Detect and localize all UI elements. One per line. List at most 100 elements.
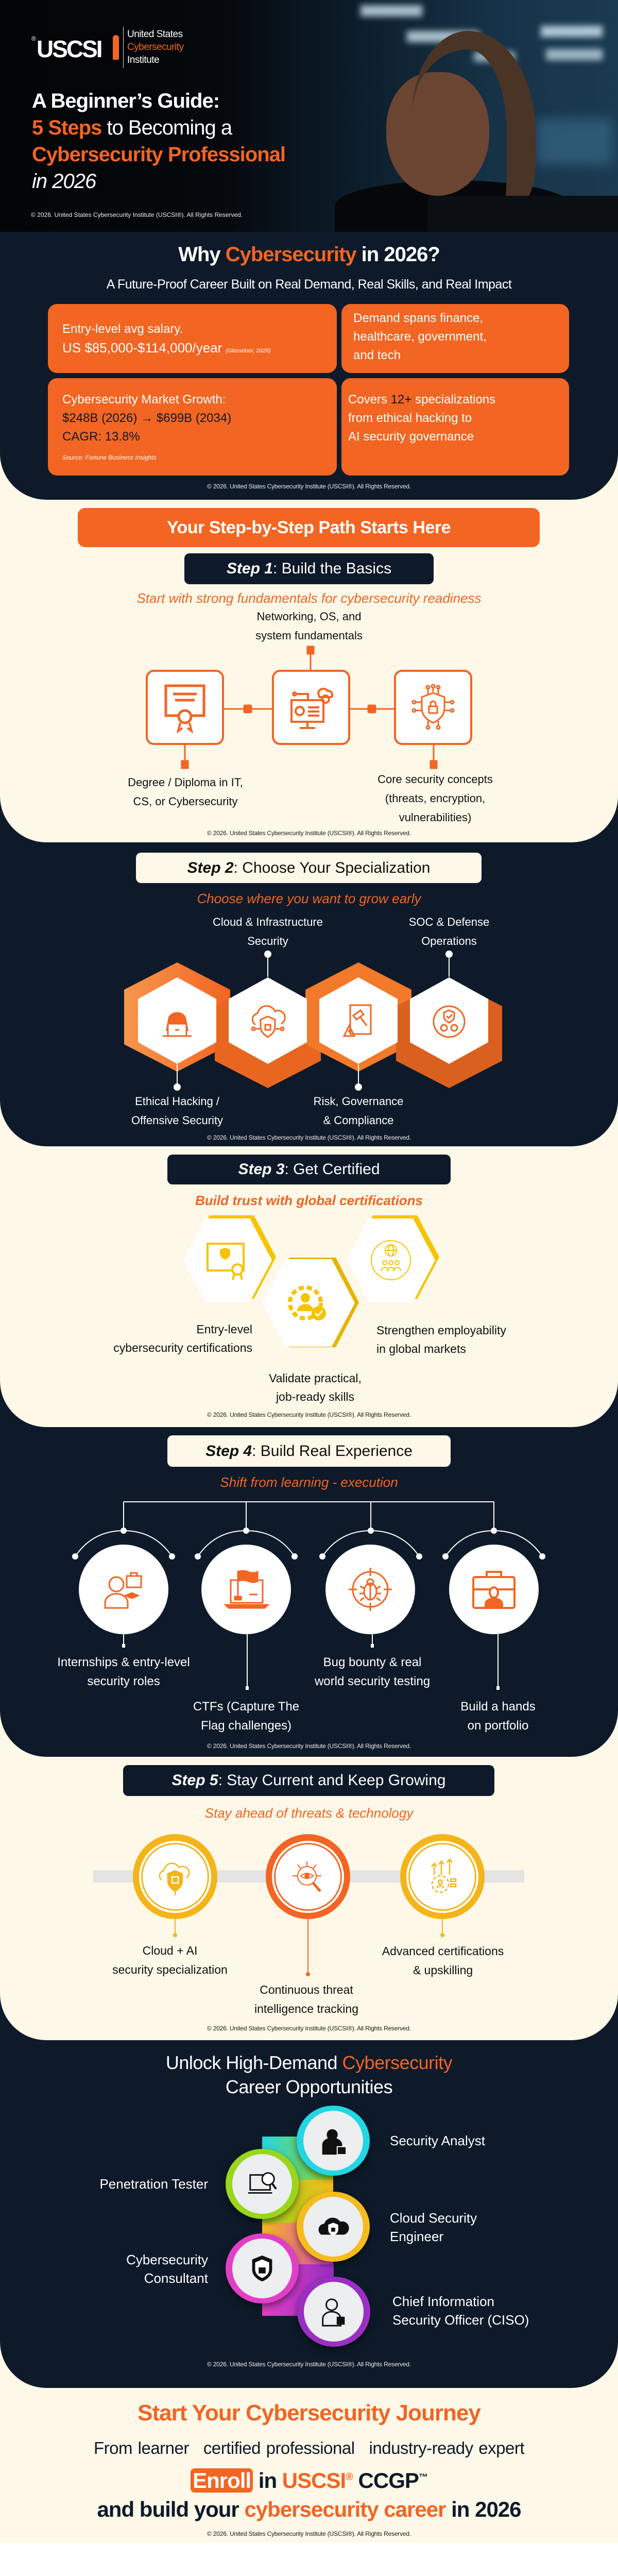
- role-security-analyst: Security Analyst: [390, 2133, 485, 2148]
- step4-item-ctf: CTFs (Capture The Flag challenges): [193, 1700, 300, 1733]
- salary-range: US $85,000-$114,000/year: [62, 340, 222, 355]
- cta-text: and build your: [97, 2497, 245, 2521]
- step3-content: Step 3: Get Certified Build trust with g…: [0, 1146, 618, 1427]
- advanced-cert-ring: [400, 1834, 485, 1919]
- market-source: Source: Fortune Business Insights: [62, 454, 157, 461]
- step1-subtitle: Start with strong fundamentals for cyber…: [136, 590, 482, 606]
- gear-person-check-icon: [288, 1285, 326, 1320]
- step-title: : Build the Basics: [272, 560, 392, 577]
- portfolio-circle: [449, 1545, 539, 1634]
- gear-arrows-up-icon: [431, 1857, 457, 1893]
- careers-title-line: Career Opportunities: [225, 2076, 393, 2097]
- salary-label: Entry-level avg salary.: [62, 322, 183, 336]
- step-number: Step 2: [187, 859, 234, 876]
- uscsi-logo: ® USCSI United States Cybersecurity Inst…: [31, 27, 186, 68]
- step2-section: [0, 791, 618, 1146]
- copyright: © 2026. United States Cybersecurity Inst…: [31, 211, 243, 218]
- logo-institute-name: United States Cybersecurity Institute: [127, 28, 184, 66]
- role-cybersecurity-consultant: Cybersecurity Consultant: [126, 2252, 208, 2286]
- cta-program: CCGP: [352, 2468, 419, 2493]
- logo-line: Cybersecurity: [127, 42, 184, 53]
- hero-title-text: to Becoming a: [101, 116, 232, 139]
- security-concepts-card: [394, 670, 472, 745]
- cta-text: in: [253, 2468, 282, 2493]
- hero-title-line: A Beginner’s Guide:: [32, 90, 220, 112]
- career-icon-disc: [304, 2282, 364, 2342]
- path-stage: From learner: [93, 2438, 189, 2458]
- ciso-icon: [322, 2298, 345, 2327]
- step-title: : Stay Current and Keep Growing: [218, 1772, 446, 1789]
- career-ring-security-analyst: [297, 2106, 370, 2176]
- market-growth-card: Cybersecurity Market Growth: $248B (2026…: [48, 378, 337, 476]
- cta-text: in 2026: [445, 2497, 521, 2521]
- hero-light: [360, 5, 422, 16]
- step4-item-bug-bounty: Bug bounty & real world security testing: [314, 1655, 431, 1688]
- step-number: Step 3: [238, 1161, 285, 1178]
- step3-subtitle: Build trust with global certifications: [195, 1193, 423, 1208]
- cta-enroll-line: Enroll in USCSI® CCGP™: [0, 2468, 618, 2493]
- hero-banner: ® USCSI United States Cybersecurity Inst…: [0, 0, 618, 232]
- career-icon-disc: [303, 2197, 363, 2257]
- role-ciso: Chief Information Security Officer (CISO…: [392, 2294, 529, 2328]
- spec-text: Covers: [348, 393, 391, 406]
- copyright: © 2026. United States Cybersecurity Inst…: [207, 1411, 411, 1418]
- logo-divider: [123, 27, 124, 68]
- certificate-badge-icon: [207, 1243, 245, 1280]
- market-cagr: CAGR: 13.8%: [62, 430, 140, 444]
- role-cloud-security-engineer: Cloud Security Engineer: [390, 2210, 477, 2244]
- step2-item-risk: Risk, Governance & Compliance: [313, 1095, 404, 1127]
- shield-gears-cycle-icon: [433, 1005, 466, 1038]
- computer-gears-icon: [290, 687, 334, 729]
- logo-wordmark: USCSI: [37, 36, 103, 62]
- networking-card: [272, 670, 350, 745]
- step1-item-degree: Degree / Diploma in IT, CS, or Cybersecu…: [128, 776, 243, 808]
- careers-title-line: Unlock High-Demand Cybersecurity: [0, 2050, 618, 2075]
- step-number: Step 4: [205, 1442, 252, 1460]
- path-stage: certified professional: [203, 2438, 355, 2458]
- step2-header: Step 2: Choose Your Specialization: [136, 853, 482, 883]
- path-stage: industry-ready expert: [369, 2438, 525, 2458]
- step3-header: Step 3: Get Certified: [167, 1155, 451, 1184]
- career-ring-cybersecurity-consultant: [226, 2233, 299, 2303]
- step2-item-cloud: Cloud & Infrastructure Security: [213, 916, 323, 947]
- cta-accent: cybersecurity career: [244, 2497, 446, 2521]
- why-title: Why Cybersecurity in 2026?: [0, 243, 618, 266]
- logo-line: Institute: [127, 55, 160, 65]
- cta-tm: ™: [418, 2472, 428, 2482]
- career-icon-disc: [232, 2154, 292, 2214]
- why-title-text: Why: [178, 243, 226, 266]
- step3-item-validate: Validate practical, job-ready skills: [269, 1371, 362, 1403]
- cta-title: Start Your Cybersecurity Journey: [138, 2400, 481, 2426]
- step4-item-internships: Internships & entry-level security roles: [57, 1655, 190, 1688]
- why-content: Why Cybersecurity in 2026? A Future-Proo…: [0, 232, 618, 500]
- step5-subtitle: Stay ahead of threats & technology: [204, 1805, 414, 1821]
- hero-title-line: 5 Steps to Becoming a: [32, 114, 285, 141]
- gavel-document-icon: [342, 1004, 372, 1037]
- enroll-button[interactable]: Enroll: [191, 2468, 253, 2493]
- certificate-icon: [164, 684, 205, 733]
- step2-connectors: [174, 951, 453, 1091]
- hero-title-accent: 5 Steps: [32, 116, 102, 139]
- spec-count: 12+: [390, 393, 412, 406]
- career-icon-disc: [303, 2111, 363, 2171]
- step2-content: Step 2: Choose Your Specialization Choos…: [0, 842, 618, 1146]
- copyright: © 2026. United States Cybersecurity Inst…: [207, 829, 411, 837]
- cloud-chip-shield-icon: [159, 1862, 190, 1895]
- step1-item-core-concepts: Core security concepts (threats, encrypt…: [377, 773, 493, 824]
- step-title: : Choose Your Specialization: [233, 859, 431, 876]
- step1-item-networking: Networking, OS, and system fundamentals: [255, 610, 363, 642]
- step5-item-advanced-cert: Advanced certifications & upskilling: [382, 1944, 504, 1977]
- salary-card: Entry-level avg salary. US $85,000-$114,…: [48, 304, 337, 373]
- shield-lock-circuit-icon: [411, 684, 455, 730]
- careers-title: Unlock High-Demand Cybersecurity Career …: [0, 2050, 618, 2099]
- cybersecurity-consultant-icon: [252, 2255, 272, 2282]
- demand-card: Demand spans finance, healthcare, govern…: [341, 304, 569, 373]
- step2-subtitle: Choose where you want to grow early: [197, 891, 421, 906]
- path-banner: Your Step-by-Step Path Starts Here: [78, 508, 540, 547]
- copyright: © 2026. United States Cybersecurity Inst…: [207, 2361, 411, 2368]
- copyright: © 2026. United States Cybersecurity Inst…: [207, 483, 411, 490]
- copyright: © 2026. United States Cybersecurity Inst…: [207, 1742, 411, 1750]
- eye-magnifier-icon: [293, 1861, 321, 1892]
- global-markets-hex: [347, 1218, 435, 1302]
